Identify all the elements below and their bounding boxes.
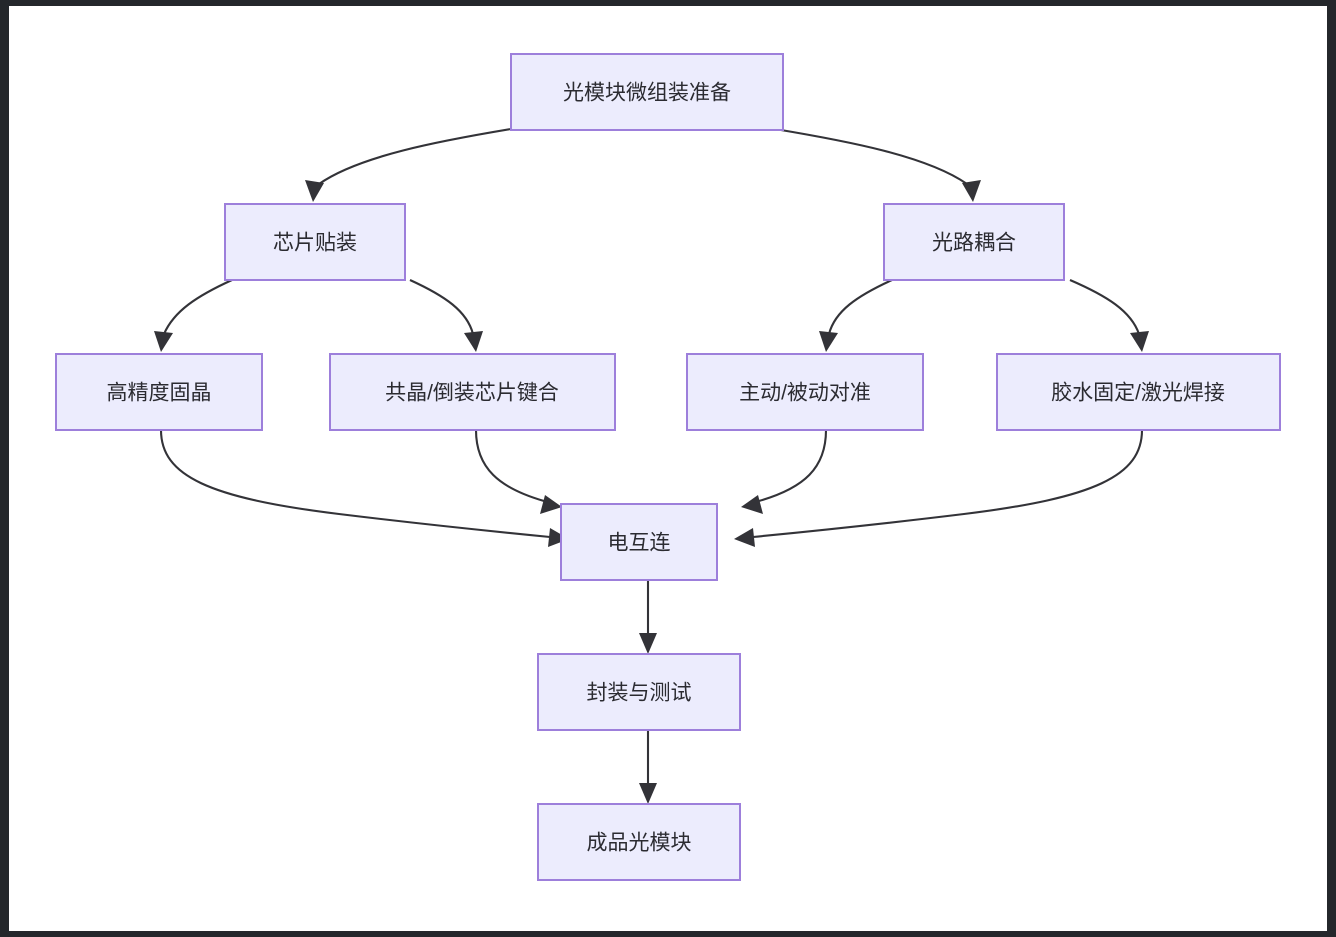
node-label: 共晶/倒装芯片键合 xyxy=(385,382,559,405)
node-precision-die-bond[interactable]: 高精度固晶 xyxy=(55,353,263,431)
node-rect[interactable] xyxy=(55,353,263,431)
node-electrical-interconnect[interactable]: 电互连 xyxy=(560,503,718,581)
edge-align-to-intercon xyxy=(741,429,828,514)
edge-path xyxy=(163,279,233,335)
edge-path xyxy=(474,429,545,503)
edge-adhesive-to-intercon xyxy=(734,429,1144,547)
node-label: 电互连 xyxy=(608,532,671,555)
node-rect[interactable] xyxy=(329,353,616,431)
edge-layer xyxy=(154,127,1149,804)
edge-die-to-eutectic xyxy=(409,279,483,352)
arrow-head xyxy=(548,528,569,547)
edge-eutectic-to-intercon xyxy=(474,429,562,514)
node-rect[interactable] xyxy=(686,353,924,431)
edge-path xyxy=(827,279,893,335)
node-finished-module[interactable]: 成品光模块 xyxy=(537,803,741,881)
node-label: 光路耦合 xyxy=(932,232,1016,255)
node-alignment[interactable]: 主动/被动对准 xyxy=(686,353,924,431)
arrow-head xyxy=(305,180,324,202)
diagram-canvas: 光模块微组装准备 芯片贴装 光路耦合 高精度固晶 共晶/倒装芯片键合 xyxy=(9,6,1327,931)
arrow-head xyxy=(639,783,657,804)
node-package-test[interactable]: 封装与测试 xyxy=(537,653,741,731)
node-label: 封装与测试 xyxy=(587,682,692,705)
arrow-head xyxy=(464,331,483,352)
edge-path xyxy=(1069,279,1140,335)
flowchart-svg: 光模块微组装准备 芯片贴装 光路耦合 高精度固晶 共晶/倒装芯片键合 xyxy=(55,53,1281,881)
edge-precision-to-intercon xyxy=(159,429,569,547)
node-die-attach[interactable]: 芯片贴装 xyxy=(224,203,406,281)
edge-path xyxy=(774,127,968,185)
node-layer: 光模块微组装准备 芯片贴装 光路耦合 高精度固晶 共晶/倒装芯片键合 xyxy=(55,53,1281,881)
node-label: 主动/被动对准 xyxy=(739,382,871,405)
node-label: 高精度固晶 xyxy=(107,382,212,405)
node-optical-coupling[interactable]: 光路耦合 xyxy=(883,203,1065,281)
edge-prep-to-die xyxy=(305,127,512,202)
edge-intercon-to-packtest xyxy=(639,580,657,654)
arrow-head xyxy=(154,331,173,352)
node-label: 成品光模块 xyxy=(587,832,692,855)
arrow-head xyxy=(819,331,838,352)
edge-path xyxy=(409,279,475,335)
node-rect[interactable] xyxy=(224,203,406,281)
edge-optical-to-align xyxy=(819,279,893,352)
edge-path xyxy=(318,127,512,185)
node-rect[interactable] xyxy=(996,353,1281,431)
edge-die-to-precision xyxy=(154,279,233,352)
node-label: 光模块微组装准备 xyxy=(563,82,731,105)
node-adhesive-laser-weld[interactable]: 胶水固定/激光焊接 xyxy=(996,353,1281,431)
arrow-head xyxy=(540,495,562,514)
arrow-head xyxy=(639,633,657,654)
edge-optical-to-adhesive xyxy=(1069,279,1149,352)
node-prep[interactable]: 光模块微组装准备 xyxy=(510,53,784,131)
node-label: 胶水固定/激光焊接 xyxy=(1051,382,1225,405)
arrow-head xyxy=(734,528,755,547)
edge-path xyxy=(758,429,828,503)
edge-packtest-to-finished xyxy=(639,730,657,804)
edge-path xyxy=(159,429,551,539)
edge-path xyxy=(752,429,1144,539)
node-rect[interactable] xyxy=(537,653,741,731)
node-rect[interactable] xyxy=(537,803,741,881)
node-label: 芯片贴装 xyxy=(273,232,357,255)
arrow-head xyxy=(962,180,981,202)
node-rect[interactable] xyxy=(883,203,1065,281)
edge-prep-to-optical xyxy=(774,127,981,202)
arrow-head xyxy=(1130,331,1149,352)
node-eutectic-flipchip[interactable]: 共晶/倒装芯片键合 xyxy=(329,353,616,431)
arrow-head xyxy=(741,495,763,514)
node-rect[interactable] xyxy=(560,503,718,581)
node-rect[interactable] xyxy=(510,53,784,131)
